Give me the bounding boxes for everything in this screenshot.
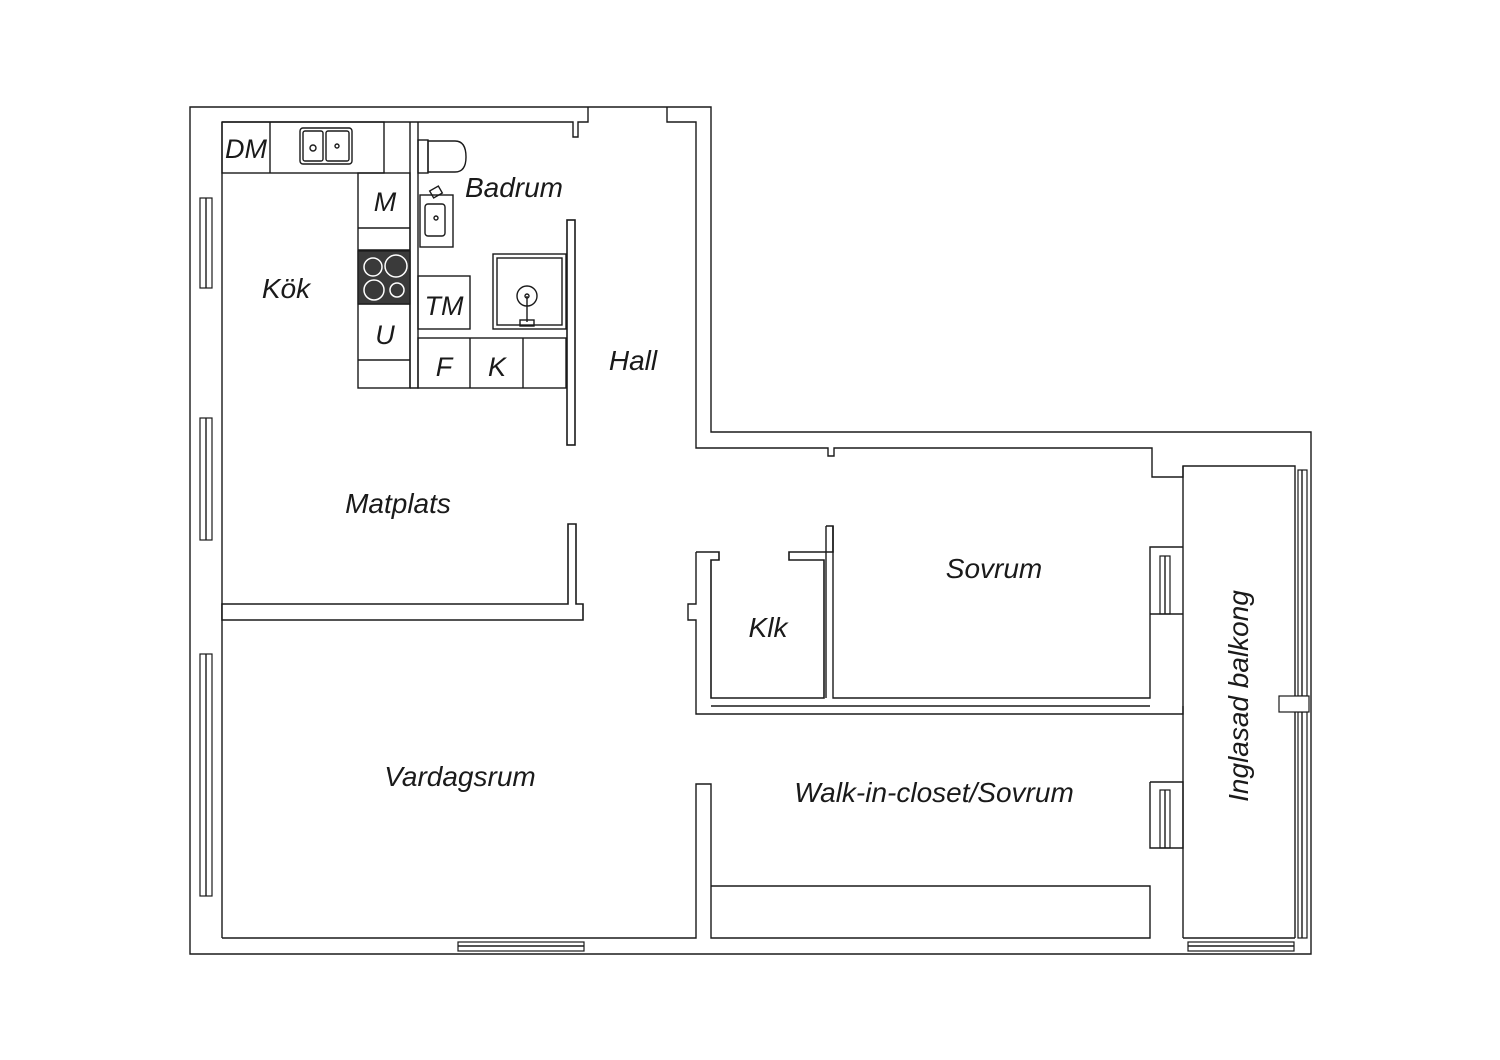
microwave-label: M	[374, 187, 397, 217]
room-label-balcony: Inglasad balkong	[1223, 590, 1254, 802]
room-label-bathroom: Badrum	[465, 172, 563, 203]
room-labels: Kök Badrum Hall Matplats Vardagsrum Sovr…	[262, 172, 1254, 808]
oven-label: U	[375, 320, 395, 350]
toilet-icon	[427, 140, 467, 173]
fridge-label: K	[488, 352, 507, 382]
room-label-hall: Hall	[609, 345, 658, 376]
shower-icon	[492, 253, 567, 330]
room-label-kitchen: Kök	[262, 273, 312, 304]
outer-walls	[189, 106, 1312, 955]
freezer-label: F	[436, 352, 454, 382]
washer-label: TM	[425, 291, 464, 321]
windows	[199, 197, 1310, 952]
fridge-freezer-box	[417, 337, 567, 389]
dishwasher-label: DM	[225, 134, 267, 164]
washbasin-icon	[419, 194, 454, 248]
room-label-walk-in: Walk-in-closet/Sovrum	[794, 777, 1074, 808]
sink-icon	[299, 127, 353, 165]
interior-walls	[221, 122, 1184, 849]
fixture-labels: DM M U TM F K	[225, 134, 507, 382]
room-label-closet: Klk	[749, 612, 790, 643]
room-label-living: Vardagsrum	[384, 761, 535, 792]
balcony-divider	[1278, 695, 1310, 713]
room-label-bedroom: Sovrum	[946, 553, 1042, 584]
stove-icon	[357, 250, 411, 305]
kitchen-fixtures	[221, 121, 411, 389]
washing-machine-box	[417, 275, 471, 330]
room-label-dining: Matplats	[345, 488, 451, 519]
counter-top	[221, 121, 385, 174]
bathroom-fixtures	[417, 139, 567, 389]
